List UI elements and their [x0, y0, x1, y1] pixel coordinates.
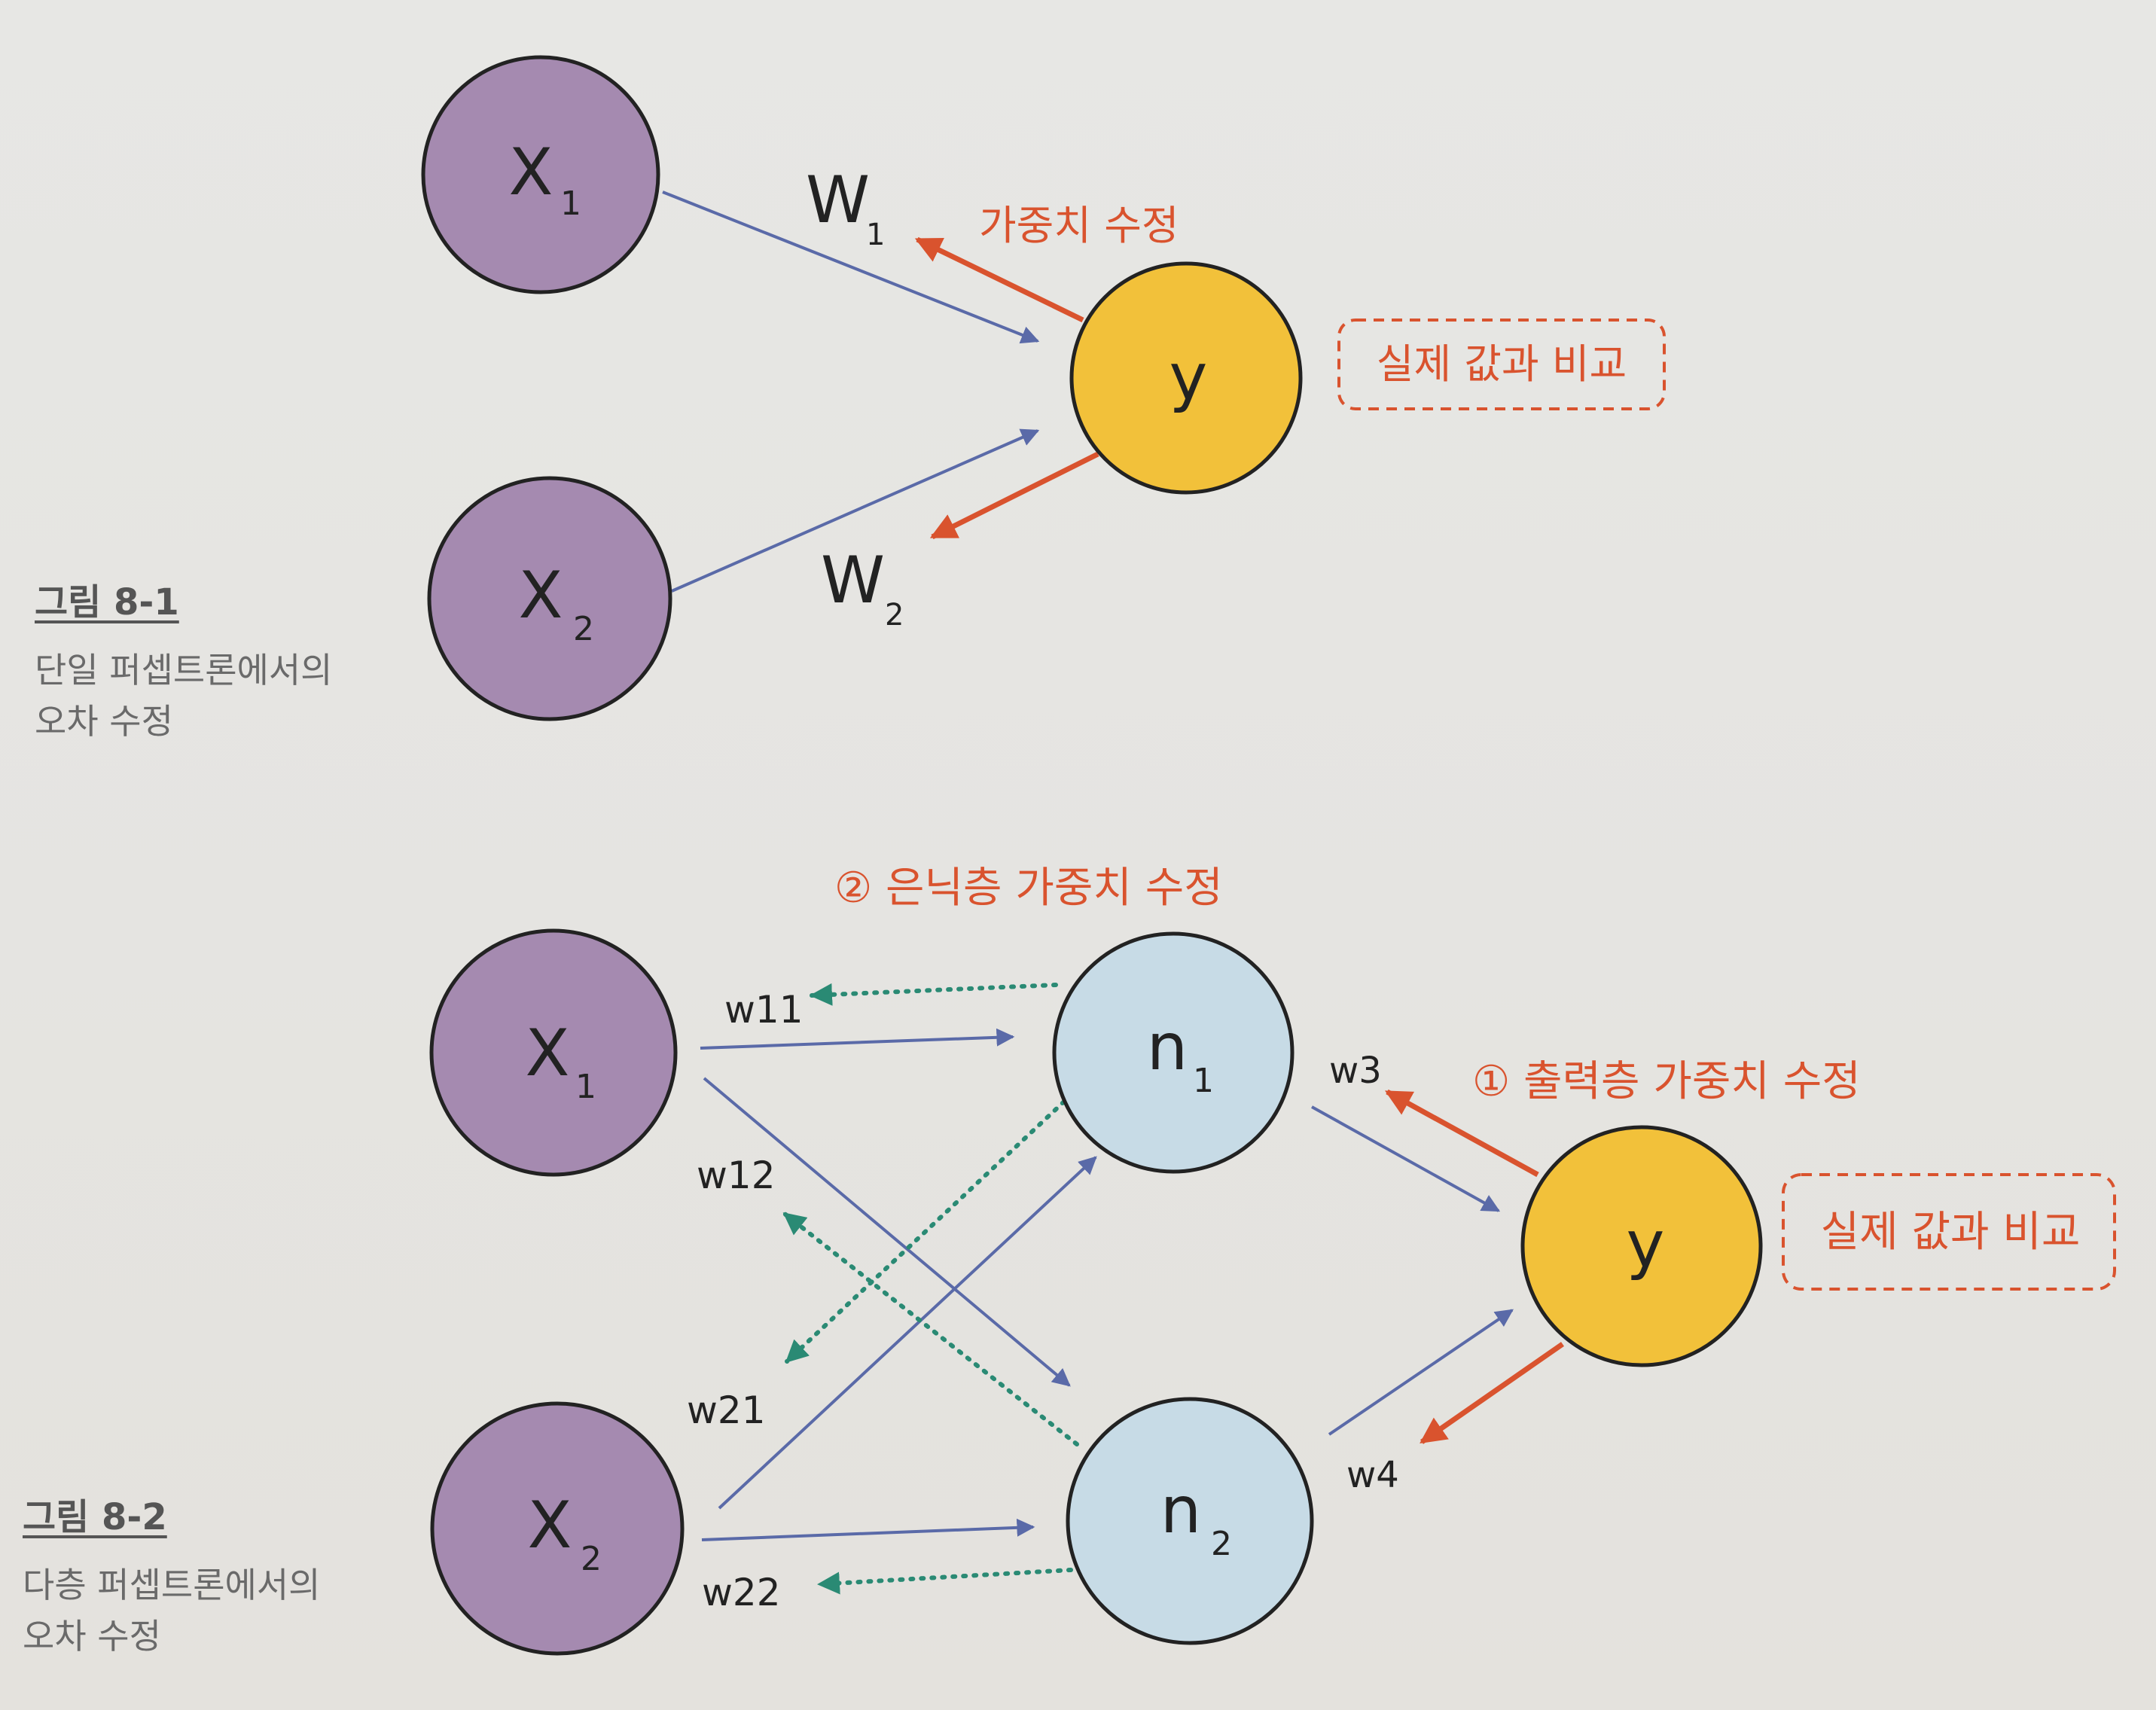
fig2-edge-x1-n2 [703, 1077, 1071, 1387]
fig2-x1-label: X [526, 1016, 570, 1091]
fig2-edge-x2-n1 [718, 1156, 1097, 1510]
fig2-compare-text: 실제 값과 비교 [1821, 1208, 2081, 1257]
fig2-hidden-correction-w21 [785, 1099, 1066, 1364]
fig2-n1-sub: 1 [1193, 1062, 1214, 1100]
fig1-w2-label: W [821, 543, 885, 618]
fig2-n2-sub: 2 [1211, 1525, 1232, 1563]
fig2-hidden-correction-w12 [782, 1212, 1079, 1446]
fig2-w11-label: w11 [724, 988, 804, 1032]
fig1-edge-x1-y [662, 191, 1040, 344]
fig2-x2-sub: 2 [581, 1540, 602, 1578]
figure-8-2: X 1 X 2 n 1 n 2 y w11 w12 w21 w22 w3 w4 [429, 864, 2116, 1656]
fig2-output-correction-w4 [1420, 1342, 1564, 1444]
fig2-y-label: y [1627, 1207, 1665, 1282]
fig2-n1-label: n [1147, 1010, 1188, 1085]
fig1-x2-label: X [519, 558, 563, 633]
fig2-compare-box [1782, 1173, 2116, 1291]
fig1-correction-arrow-w1 [914, 236, 1084, 323]
fig1-node-x2: X 2 [427, 476, 672, 721]
fig1-node-y: y [1069, 261, 1303, 495]
fig2-node-n1: n 1 [1052, 931, 1295, 1174]
fig2-edge-x2-n2 [701, 1518, 1035, 1541]
fig1-x2-sub: 2 [573, 610, 594, 648]
fig2-w22-label: w22 [702, 1571, 781, 1614]
fig2-output-layer-update-label: ① 출력층 가중치 수정 [1472, 1057, 1861, 1106]
fig2-hidden-correction-w11 [810, 983, 1058, 1006]
fig2-hidden-layer-update-label: ② 은닉층 가중치 수정 [834, 864, 1223, 913]
figure-8-1: X 1 X 2 y W 1 W 2 가중치 수정 실제 값과 비교 [421, 55, 1666, 721]
fig1-correction-arrow-w2 [929, 451, 1099, 540]
fig1-caption: 그림 8-1 단일 퍼셉트론에서의 오차 수정 [35, 572, 333, 747]
fig1-x1-label: X [509, 135, 553, 210]
fig1-node-x1: X 1 [421, 55, 660, 294]
fig2-node-n2: n 2 [1066, 1397, 1314, 1645]
fig2-edge-n2-y [1328, 1309, 1514, 1436]
fig2-hidden-correction-w22 [817, 1568, 1073, 1595]
fig2-w3-label: w3 [1329, 1050, 1382, 1092]
fig1-compare-box [1337, 319, 1666, 410]
fig1-w1-label: W [806, 163, 870, 238]
fig1-x1-sub: 1 [560, 184, 581, 223]
fig2-caption: 그림 8-2 다층 퍼셉트론에서의 오차 수정 [23, 1487, 321, 1662]
fig2-w12-label: w12 [697, 1154, 776, 1197]
fig2-caption-desc: 다층 퍼셉트론에서의 오차 수정 [23, 1565, 321, 1657]
fig2-node-y: y [1520, 1125, 1763, 1367]
fig1-caption-title: 그림 8-1 [35, 581, 179, 623]
fig1-weight-update-label: 가중치 수정 [979, 202, 1179, 249]
fig2-edge-x1-n1 [700, 1028, 1015, 1050]
fig1-w2-sub: 2 [885, 598, 904, 632]
fig1-w1-sub: 1 [866, 218, 885, 252]
fig2-node-x1: X 1 [429, 928, 678, 1177]
fig2-node-x2: X 2 [430, 1401, 685, 1656]
fig2-x2-label: X [528, 1488, 572, 1563]
fig1-y-label: y [1169, 340, 1208, 415]
fig1-edge-x2-y [671, 428, 1040, 593]
fig2-caption-title: 그림 8-2 [23, 1496, 167, 1538]
fig2-output-correction-w3 [1384, 1089, 1539, 1178]
fig1-caption-desc: 단일 퍼셉트론에서의 오차 수정 [35, 650, 333, 742]
fig2-n2-label: n [1160, 1473, 1202, 1548]
fig2-edge-n1-y [1311, 1105, 1501, 1212]
fig2-w4-label: w4 [1346, 1454, 1399, 1496]
fig2-x1-sub: 1 [575, 1068, 596, 1106]
fig1-compare-text: 실제 값과 비교 [1377, 340, 1627, 388]
fig2-w21-label: w21 [687, 1388, 766, 1432]
